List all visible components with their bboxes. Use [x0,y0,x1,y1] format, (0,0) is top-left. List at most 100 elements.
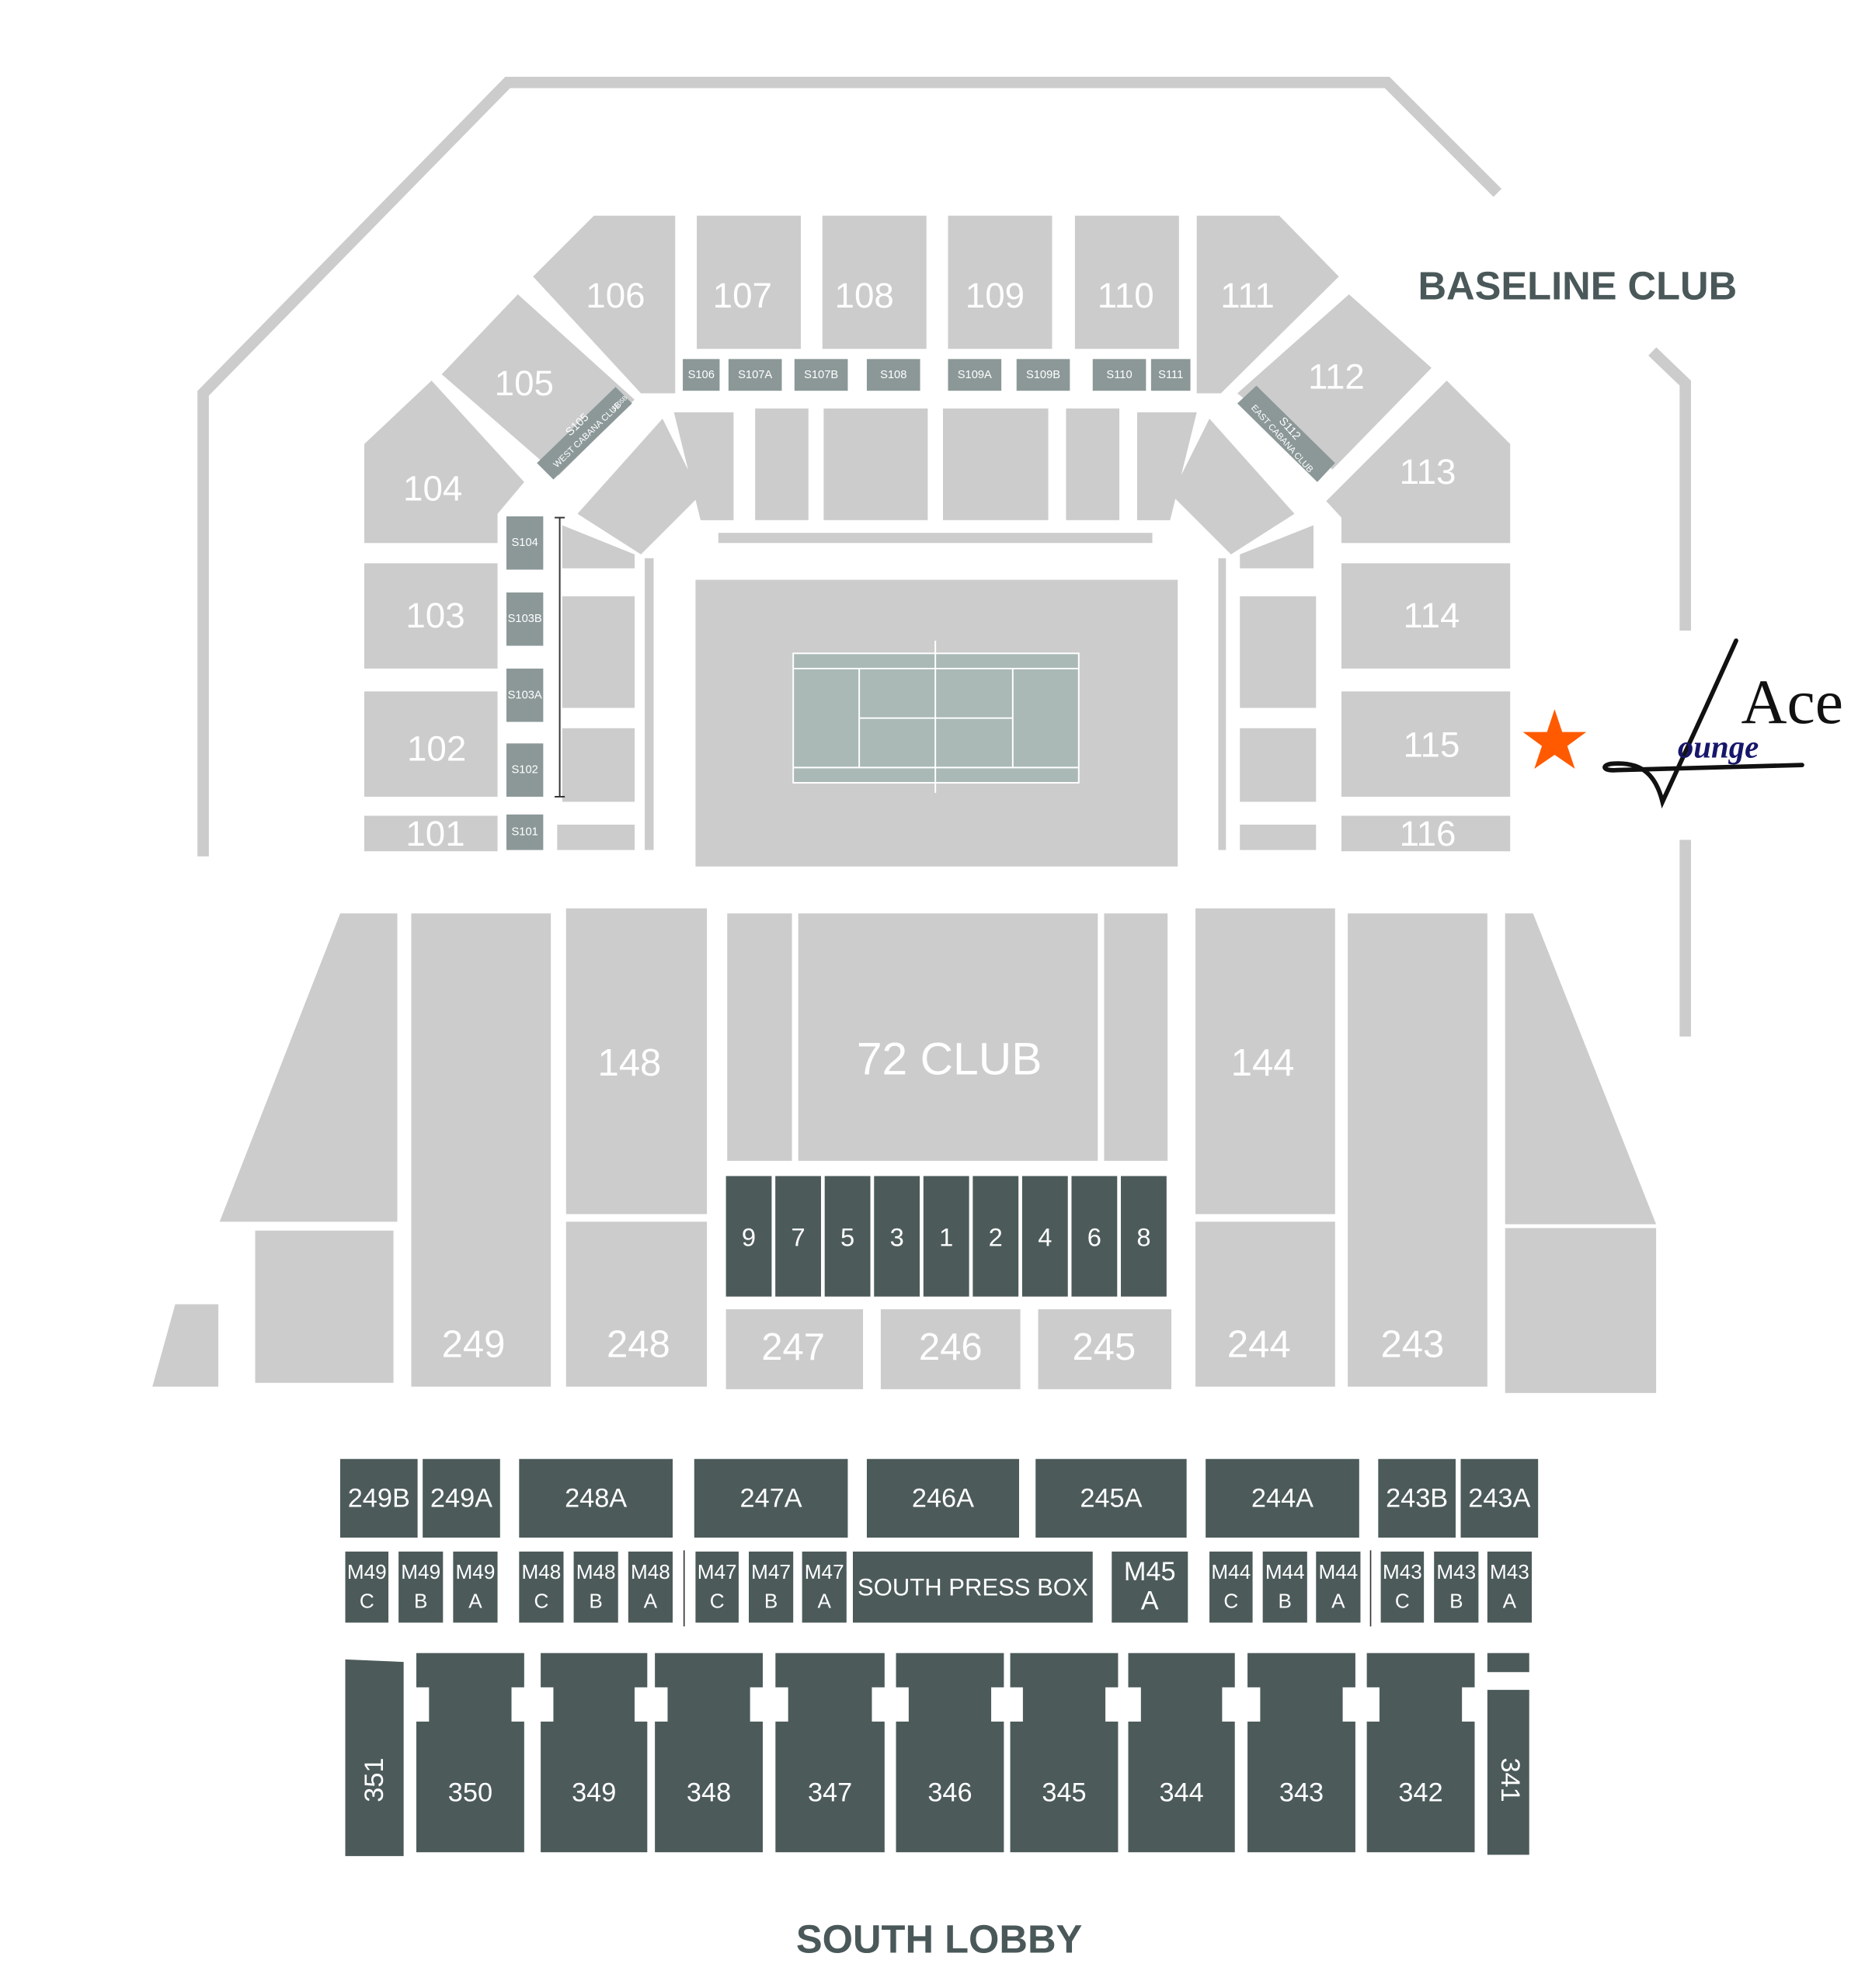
loge-243A[interactable]: 243A [1460,1458,1539,1538]
suite-S107A[interactable]: S107A [728,359,782,391]
suite-S106[interactable]: S106 [683,359,720,391]
seating-area[interactable] [942,408,1049,520]
suite-S108[interactable]: S108 [866,359,920,391]
suite-S103A[interactable]: S103A [506,668,544,722]
section-247[interactable]: 247 [725,1309,864,1389]
section-108[interactable]: 108 [822,215,927,349]
courtside-box-5[interactable]: 5 [824,1176,871,1297]
section-348[interactable]: 348 [655,1653,763,1853]
suite-S111[interactable]: S111 [1150,359,1191,391]
section-244[interactable]: 244 [1195,1222,1335,1387]
section-116[interactable]: 116 [1341,814,1511,853]
courtside-box-3[interactable]: 3 [874,1176,920,1297]
section-110[interactable]: 110 [1074,215,1179,349]
section-103[interactable]: 103 [364,563,498,669]
section-111[interactable]: 111 [1196,215,1339,394]
seating-area[interactable] [1240,728,1317,802]
section-104[interactable]: 104 [364,381,524,544]
loge-247A[interactable]: 247A [694,1458,848,1538]
seating-area[interactable] [1505,1228,1657,1393]
section-107[interactable]: 107 [697,215,801,349]
loge-248A[interactable]: 248A [519,1458,673,1538]
mezzanine-south-press-box[interactable]: SOUTH PRESS BOX [852,1552,1093,1623]
courtside-box-1[interactable]: 1 [923,1176,969,1297]
seating-area[interactable] [219,913,398,1222]
seating-area[interactable] [1066,408,1120,520]
seating-area[interactable] [1240,525,1314,568]
courtside-box-4[interactable]: 4 [1021,1176,1068,1297]
section-106[interactable]: 106 [533,215,676,394]
seating-area[interactable] [255,1230,394,1383]
courtside-box-2[interactable]: 2 [972,1176,1019,1297]
suite-S101[interactable]: S101 [506,814,544,850]
section-341[interactable]: 341 [1487,1653,1529,1855]
ace-lounge-marker[interactable]: Ace ounge [1522,638,1843,808]
loge-243B[interactable]: 243B [1378,1458,1456,1538]
section-349[interactable]: 349 [541,1653,648,1853]
section-144[interactable]: 144 [1195,908,1335,1215]
suite-S109A[interactable]: S109A [948,359,1002,391]
suite-S107B[interactable]: S107B [794,359,848,391]
seating-area[interactable] [557,824,635,850]
loge-249A[interactable]: 249A [423,1458,500,1538]
section-102[interactable]: 102 [364,691,498,797]
suite-S104[interactable]: S104 [506,516,544,570]
section-346[interactable]: 346 [896,1653,1004,1853]
loge-249B[interactable]: 249B [339,1458,418,1538]
seating-area[interactable] [577,419,701,554]
seating-area[interactable] [1104,913,1168,1161]
section-347[interactable]: 347 [775,1653,885,1853]
section-342[interactable]: 342 [1366,1653,1475,1853]
section-345[interactable]: 345 [1010,1653,1119,1853]
seating-area[interactable] [1218,558,1226,850]
seating-area[interactable] [1505,913,1657,1225]
section-109[interactable]: 109 [948,215,1053,349]
section-350[interactable]: 350 [416,1653,524,1853]
section-115[interactable]: 115 [1341,691,1511,797]
courtside-box-6[interactable]: 6 [1071,1176,1118,1297]
section-351[interactable]: 351 [345,1659,404,1857]
loge-245A[interactable]: 245A [1035,1458,1187,1538]
courtside-box-7[interactable]: 7 [775,1176,821,1297]
seating-area[interactable] [645,558,654,850]
suite-S110[interactable]: S110 [1092,359,1146,391]
suite-S103B[interactable]: S103B [506,592,544,646]
seating-area[interactable] [1240,824,1317,850]
section-243[interactable]: 243 [1348,913,1487,1387]
section-101[interactable]: 101 [364,814,498,853]
seating-area[interactable] [1171,419,1295,554]
seating-area[interactable] [718,533,1153,544]
seating-area[interactable] [562,728,635,802]
loge-246A[interactable]: 246A [866,1458,1019,1538]
suite-S102[interactable]: S102 [506,743,544,797]
section-343[interactable]: 343 [1247,1653,1355,1853]
section-114[interactable]: 114 [1341,563,1511,669]
section-72-club[interactable]: 72 CLUB [798,913,1098,1161]
seating-area[interactable] [152,1304,219,1387]
seating-area[interactable] [562,525,635,568]
loge-244A[interactable]: 244A [1206,1458,1359,1538]
seating-area[interactable] [1240,596,1317,708]
courtside-box-8[interactable]: 8 [1121,1176,1167,1297]
courtside-box-9[interactable]: 9 [725,1176,772,1297]
section-113[interactable]: 113 [1326,381,1511,544]
seating-area[interactable] [1136,412,1197,520]
seating-area[interactable] [673,412,734,520]
section-248[interactable]: 248 [565,1222,708,1387]
seating-area[interactable] [755,408,809,520]
seating-area[interactable] [823,408,928,520]
section-246[interactable]: 246 [880,1309,1021,1389]
suite-S109B[interactable]: S109B [1016,359,1070,391]
